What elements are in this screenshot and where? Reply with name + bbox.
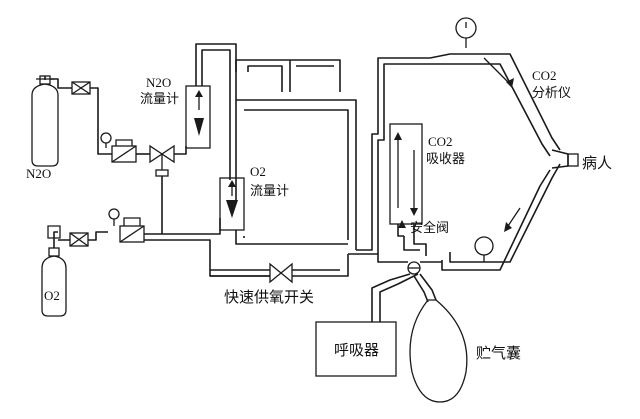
o2-pressure-regulator-icon — [119, 217, 145, 243]
o2-valve-wheel-icon — [47, 225, 61, 239]
n2o-cylinder — [31, 75, 59, 167]
flowmeter-outlet-manifold — [195, 43, 237, 200]
reservoir-bag — [409, 299, 468, 403]
reservoir-bag-neck — [413, 273, 437, 303]
o2-supply-pipe — [53, 231, 108, 248]
o2-cylinder-label: O2 — [44, 288, 60, 303]
y-piece — [551, 149, 579, 169]
o2-flowmeter — [219, 177, 245, 231]
inspiratory-limb — [422, 53, 561, 157]
inspiratory-gauge-icon — [455, 17, 477, 48]
inspiratory-flow-arrow — [506, 78, 514, 88]
expiratory-flow-arrow — [504, 222, 512, 232]
o2-flowmeter-gas-label: O2 — [250, 164, 266, 179]
safety-valve-label: 安全阀 — [410, 220, 449, 235]
co2-absorber-gas-label: CO2 — [428, 134, 453, 149]
o2-check-valve-icon — [69, 232, 89, 247]
ventilator-label: 呼吸器 — [334, 342, 379, 359]
o2-flush-switch-label: 快速供氧开关 — [224, 289, 314, 306]
n2o-flowmeter-name-label: 流量计 — [140, 91, 179, 106]
ventilator-box — [315, 321, 397, 377]
expiratory-gauge-icon — [474, 236, 494, 262]
co2-analyzer-name-label: 分析仪 — [532, 85, 571, 100]
expiratory-limb — [441, 163, 561, 271]
bag-ventilator-junction — [377, 254, 442, 263]
fresh-gas-pipe — [235, 230, 348, 245]
co2-absorber-name-label: 吸收器 — [426, 151, 465, 166]
o2-flush-line — [210, 254, 349, 277]
vaporizer-block — [235, 59, 357, 250]
co2-analyzer-gas-label: CO2 — [532, 68, 557, 83]
n2o-check-valve-icon — [71, 81, 91, 95]
ventilator-hose — [371, 273, 419, 322]
n2o-to-flowmeter — [174, 146, 187, 155]
o2-flush-valve-icon[interactable] — [269, 262, 293, 284]
n2o-cylinder-label: N2O — [26, 166, 51, 181]
n2o-supply-pipe — [44, 76, 112, 155]
n2o-pressure-gauge-icon — [100, 132, 112, 148]
selector-valve-icon[interactable] — [407, 261, 421, 275]
o2-cylinder — [41, 247, 67, 317]
n2o-flowmeter — [185, 85, 211, 149]
co2-absorber — [389, 123, 423, 225]
patient-label: 病人 — [582, 155, 612, 172]
o2-pressure-gauge-icon — [108, 208, 120, 226]
n2o-flowmeter-gas-label: N2O — [146, 75, 171, 90]
n2o-pressure-regulator-icon — [111, 139, 137, 163]
reservoir-bag-label: 贮气囊 — [476, 345, 521, 362]
o2-flowmeter-name-label: 流量计 — [250, 183, 289, 198]
proportioning-valve-icon — [149, 144, 175, 177]
